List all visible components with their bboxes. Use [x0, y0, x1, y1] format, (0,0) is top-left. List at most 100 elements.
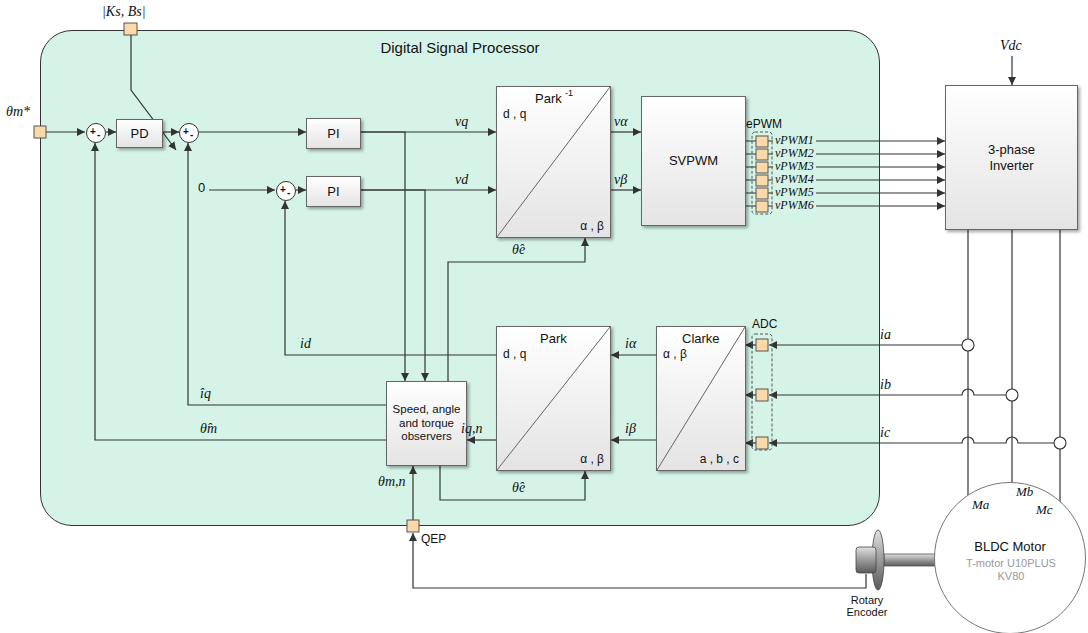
- node-text: Digital Signal Processor: [41, 39, 879, 57]
- signal-arrow: [106, 131, 116, 132]
- port: [34, 126, 46, 138]
- gain-arrow: [131, 35, 176, 150]
- node-text: Park: [540, 331, 567, 347]
- signal-arrow: [296, 189, 306, 190]
- signal-arrow: [611, 439, 656, 440]
- signal-name: |Ks, Bs|: [102, 4, 145, 19]
- star-winding-symbol: [1009, 606, 1010, 620]
- star-winding-symbol: [1000, 596, 1010, 606]
- node-text: -: [97, 129, 100, 141]
- node-text: PI: [327, 184, 339, 200]
- signal-name: Mb: [1016, 485, 1033, 499]
- signal-arrow: [467, 439, 496, 440]
- port: [407, 520, 419, 532]
- part-name: QEP: [421, 533, 446, 546]
- signal-label: vPWM5: [773, 186, 816, 199]
- diagonal-line: [497, 87, 610, 237]
- node-text: -: [190, 129, 193, 141]
- port: [756, 201, 768, 212]
- signal-label: θ̂m: [200, 421, 217, 436]
- signal-label: vPWM1: [773, 134, 816, 147]
- current-sensor: [1054, 437, 1066, 449]
- current-sensor: [1006, 389, 1018, 401]
- diagonal-line: [497, 327, 610, 470]
- summing-junction: +-: [179, 123, 199, 143]
- adc-line: [745, 394, 756, 395]
- port: [756, 437, 768, 449]
- signal-label: îq: [200, 386, 211, 401]
- node-text: -1: [565, 88, 573, 99]
- controller-box: PI: [306, 176, 361, 207]
- port-bracket: [752, 132, 772, 214]
- observer-box: Speed, angle and torque observers: [386, 381, 467, 466]
- node-text: a , b , c: [700, 452, 739, 466]
- phase-wire: [967, 230, 968, 496]
- node-text: PD: [130, 126, 148, 142]
- signal-label: id: [300, 336, 311, 351]
- signal-label: vPWM4: [773, 173, 816, 186]
- signal-label: vq: [455, 114, 468, 129]
- node-text: +: [280, 184, 286, 196]
- inverter-box: 3-phase Inverter: [945, 85, 1078, 230]
- port: [124, 23, 137, 35]
- encoder-line: [412, 466, 413, 520]
- node-text: PI: [327, 126, 339, 142]
- controller-box: PI: [306, 118, 361, 149]
- signal-label: vα: [614, 114, 628, 129]
- transform-box: Parkd , qα , β: [496, 326, 611, 471]
- signal-arrow: [448, 238, 585, 381]
- signal-name: Ma: [972, 498, 989, 512]
- encoder-shaft: [884, 554, 936, 566]
- adc-line: [745, 442, 756, 443]
- modulator-box: SVPWM: [641, 96, 746, 226]
- node-text: α , β: [580, 219, 604, 233]
- signal-label: iα: [625, 336, 636, 351]
- signal-name: Vdc: [1000, 38, 1022, 53]
- signal-label: vPWM3: [773, 160, 816, 173]
- signal-arrow: [611, 189, 641, 190]
- port: [756, 175, 768, 186]
- signal-name: Mc: [1036, 503, 1053, 517]
- part-name: Rotary Encoder: [836, 594, 898, 618]
- transform-box: Park-1d , qα , β: [496, 86, 611, 238]
- port-bracket: [752, 334, 772, 450]
- node-text: α , β: [663, 347, 687, 361]
- encoder-line: [413, 533, 866, 588]
- node-text: Speed, angle and torque observers: [387, 403, 466, 444]
- node-text: T-motor U10PLUS KV80: [961, 557, 1061, 583]
- signal-name: θm,n: [378, 474, 406, 489]
- signal-arrow: [361, 190, 425, 381]
- summing-junction: +-: [276, 181, 296, 201]
- node-text: BLDC Motor: [935, 539, 1085, 555]
- zero-line: [209, 189, 275, 190]
- signal-label: θ̂e: [512, 242, 525, 257]
- dc-line: [1011, 56, 1012, 85]
- port: [756, 149, 768, 160]
- signal-label: vPWM6: [773, 199, 816, 212]
- port: [756, 136, 768, 147]
- signal-label: iβ: [625, 421, 636, 436]
- encoder-hub: [856, 547, 876, 573]
- signal-arrow: [611, 354, 656, 355]
- port: [756, 389, 768, 401]
- port: [756, 162, 768, 173]
- signal-label: vβ: [614, 172, 627, 187]
- part-name: 0: [198, 181, 205, 195]
- summing-junction: +-: [86, 123, 106, 143]
- phase-wire: [1011, 230, 1012, 482]
- signal-arrow: [611, 131, 641, 132]
- node-text: d , q: [503, 347, 526, 361]
- part-name: ADC: [752, 318, 777, 331]
- node-text: +: [183, 126, 189, 138]
- signal-name: ia: [880, 327, 891, 342]
- signal-label: θ̂e: [512, 480, 525, 495]
- signal-label: iq,n: [461, 421, 482, 436]
- processor-region: Digital Signal Processor+-PD+-PI+-PIPark…: [40, 30, 880, 526]
- signal-arrow: [163, 131, 179, 132]
- signal-arrow: [95, 143, 386, 440]
- star-winding-symbol: [1010, 596, 1020, 606]
- signal-name: θm*: [6, 104, 30, 119]
- transform-box: Clarkeα , βa , b , c: [656, 326, 746, 471]
- signal-label: vd: [455, 172, 468, 187]
- node-text: 3-phase Inverter: [977, 142, 1047, 173]
